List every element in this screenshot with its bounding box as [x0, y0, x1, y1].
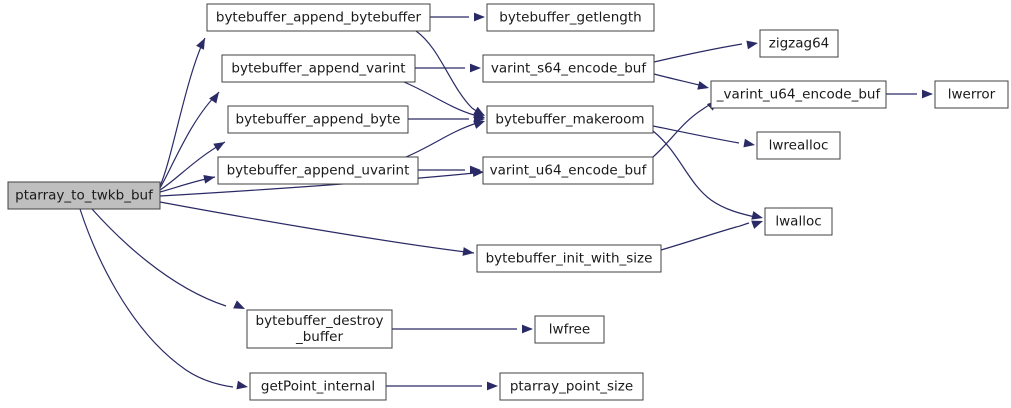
arrowhead-to-zigzag64: [746, 40, 758, 50]
node-label-bytebuffer_append_bytebuffer: bytebuffer_append_bytebuffer: [216, 10, 422, 26]
node-lwerror[interactable]: lwerror: [934, 80, 1009, 109]
node-ptarray_to_twkb_buf[interactable]: ptarray_to_twkb_buf: [7, 181, 161, 210]
node-bytebuffer_destroy_buffer[interactable]: bytebuffer_destroy_buffer: [246, 309, 393, 349]
edges-layer: [79, 16, 917, 388]
node-_varint_u64_encode_buf[interactable]: _varint_u64_encode_buf: [710, 80, 887, 109]
edge-bytebuffer_append_varint-to-bytebuffer_makeroom: [403, 81, 484, 119]
arrowhead-to-varint_s64_encode_buf: [470, 63, 481, 73]
edge-bytebuffer_append_bytebuffer-to-bytebuffer_makeroom: [415, 30, 485, 116]
node-bytebuffer_append_varint[interactable]: bytebuffer_append_varint: [221, 54, 416, 83]
node-box-ptarray_point_size[interactable]: [499, 372, 644, 401]
node-label-lwerror: lwerror: [948, 87, 996, 103]
arrowhead-to-bytebuffer_append_varint: [209, 92, 219, 104]
node-box-zigzag64[interactable]: [759, 29, 839, 58]
arrowhead-to-getPoint_internal: [236, 380, 248, 390]
node-ptarray_point_size[interactable]: ptarray_point_size: [499, 372, 644, 401]
node-label-bytebuffer_makeroom: bytebuffer_makeroom: [495, 112, 644, 128]
node-box-bytebuffer_append_varint[interactable]: [221, 54, 416, 83]
node-box-_varint_u64_encode_buf[interactable]: [710, 80, 887, 109]
edge-bytebuffer_makeroom-to-lwrealloc: [652, 125, 740, 144]
node-label-bytebuffer_append_uvarint: bytebuffer_append_uvarint: [227, 163, 410, 179]
edge-ptarray_to_twkb_buf-to-bytebuffer_makeroom: [159, 171, 485, 197]
node-box-ptarray_to_twkb_buf[interactable]: [7, 181, 161, 210]
node-label-getPoint_internal: getPoint_internal: [261, 379, 375, 395]
arrowhead-to-bytebuffer_getlength: [474, 12, 485, 22]
node-box-varint_u64_encode_buf[interactable]: [482, 156, 654, 185]
node-box-varint_s64_encode_buf[interactable]: [482, 54, 655, 83]
arrowhead-to-makeroom-from-uvarint: [473, 120, 485, 129]
node-label-lwrealloc: lwrealloc: [769, 138, 829, 154]
arrowhead-to-_varint_u64-from-s64: [697, 81, 709, 90]
node-box-bytebuffer_append_bytebuffer[interactable]: [206, 3, 431, 32]
arrowhead-to-lwalloc-from-init: [751, 220, 763, 229]
arrowhead-to-ptarray_point_size: [487, 381, 498, 391]
nodes-layer: ptarray_to_twkb_buf bytebuffer_append_byt…: [7, 3, 1009, 401]
arrowhead-to-lwalloc-from-makeroom: [751, 211, 763, 220]
edge-ptarray_to_twkb_buf-to-bytebuffer_append_varint: [159, 91, 220, 189]
edge-bytebuffer_init_with_size-to-lwalloc: [660, 222, 750, 251]
edge-ptarray_to_twkb_buf-to-getPoint_internal: [79, 208, 234, 388]
edge-ptarray_to_twkb_buf-to-bytebuffer_append_bytebuffer: [159, 37, 206, 187]
node-box-bytebuffer_append_byte[interactable]: [227, 105, 409, 134]
node-lwalloc[interactable]: lwalloc: [764, 207, 833, 236]
node-label-varint_u64_encode_buf: varint_u64_encode_buf: [490, 163, 648, 179]
node-box-bytebuffer_getlength[interactable]: [486, 3, 655, 32]
edge-varint_s64_encode_buf-to-zigzag64: [653, 43, 743, 63]
arrowhead-to-bytebuffer_append_byte: [213, 142, 225, 152]
edge-bytebuffer_append_uvarint-to-bytebuffer_makeroom: [405, 120, 484, 158]
arrowhead-to-bytebuffer_init_with_size: [462, 247, 474, 256]
node-bytebuffer_makeroom[interactable]: bytebuffer_makeroom: [486, 105, 654, 134]
node-box-bytebuffer_append_uvarint[interactable]: [217, 156, 419, 185]
node-varint_s64_encode_buf[interactable]: varint_s64_encode_buf: [482, 54, 655, 83]
node-label-varint_s64_encode_buf: varint_s64_encode_buf: [491, 61, 647, 77]
node-box-lwerror[interactable]: [934, 80, 1009, 109]
node-bytebuffer_getlength[interactable]: bytebuffer_getlength: [486, 3, 655, 32]
node-label-bytebuffer_destroy_buffer: _buffer: [295, 329, 343, 345]
node-bytebuffer_append_bytebuffer[interactable]: bytebuffer_append_bytebuffer: [206, 3, 431, 32]
edge-varint_u64_encode_buf-to-_varint_u64_encode_buf: [652, 101, 716, 158]
node-bytebuffer_init_with_size[interactable]: bytebuffer_init_with_size: [476, 244, 662, 273]
node-lwrealloc[interactable]: lwrealloc: [756, 131, 841, 160]
node-box-bytebuffer_init_with_size[interactable]: [476, 244, 662, 273]
edge-varint_s64_encode_buf-to-_varint_u64_encode_buf: [653, 73, 704, 87]
node-label-bytebuffer_destroy_buffer: bytebuffer_destroy: [256, 313, 384, 329]
node-box-lwrealloc[interactable]: [756, 131, 841, 160]
node-zigzag64[interactable]: zigzag64: [759, 29, 839, 58]
edge-ptarray_to_twkb_buf-to-bytebuffer_init_with_size: [159, 201, 475, 254]
node-box-getPoint_internal[interactable]: [249, 372, 387, 401]
node-label-_varint_u64_encode_buf: _varint_u64_encode_buf: [716, 87, 882, 103]
edge-bytebuffer_makeroom-to-lwalloc: [652, 130, 756, 218]
node-label-bytebuffer_init_with_size: bytebuffer_init_with_size: [486, 251, 653, 267]
arrowhead-to-bytebuffer_destroy_buffer: [233, 300, 245, 309]
node-bytebuffer_append_byte[interactable]: bytebuffer_append_byte: [227, 105, 409, 134]
node-box-lwalloc[interactable]: [764, 207, 833, 236]
node-label-lwalloc: lwalloc: [775, 214, 821, 230]
arrowhead-to-lwerror: [922, 89, 933, 99]
node-box-lwfree[interactable]: [534, 315, 605, 344]
node-label-bytebuffer_append_varint: bytebuffer_append_varint: [231, 61, 405, 77]
node-getPoint_internal[interactable]: getPoint_internal: [249, 372, 387, 401]
node-label-lwfree: lwfree: [549, 322, 590, 338]
node-bytebuffer_append_uvarint[interactable]: bytebuffer_append_uvarint: [217, 156, 419, 185]
arrowhead-to-varint_u64_encode_buf: [470, 165, 481, 175]
node-label-zigzag64: zigzag64: [769, 36, 830, 52]
arrowhead-to-lwrealloc: [743, 138, 755, 148]
node-label-bytebuffer_getlength: bytebuffer_getlength: [499, 10, 641, 26]
arrowhead-to-lwfree: [522, 324, 533, 334]
node-lwfree[interactable]: lwfree: [534, 315, 605, 344]
node-varint_u64_encode_buf[interactable]: varint_u64_encode_buf: [482, 156, 654, 185]
arrowhead-to-bytebuffer_append_uvarint: [203, 174, 215, 184]
node-label-ptarray_point_size: ptarray_point_size: [510, 379, 633, 395]
arrowheads-layer: [196, 12, 933, 391]
edge-ptarray_to_twkb_buf-to-bytebuffer_destroy_buffer: [91, 208, 227, 307]
node-box-bytebuffer_makeroom[interactable]: [486, 105, 654, 134]
arrowhead-to-bytebuffer_append_bytebuffer: [196, 38, 205, 50]
node-label-bytebuffer_append_byte: bytebuffer_append_byte: [236, 112, 401, 128]
node-box-bytebuffer_destroy_buffer[interactable]: [246, 309, 393, 349]
node-label-ptarray_to_twkb_buf: ptarray_to_twkb_buf: [15, 188, 154, 204]
